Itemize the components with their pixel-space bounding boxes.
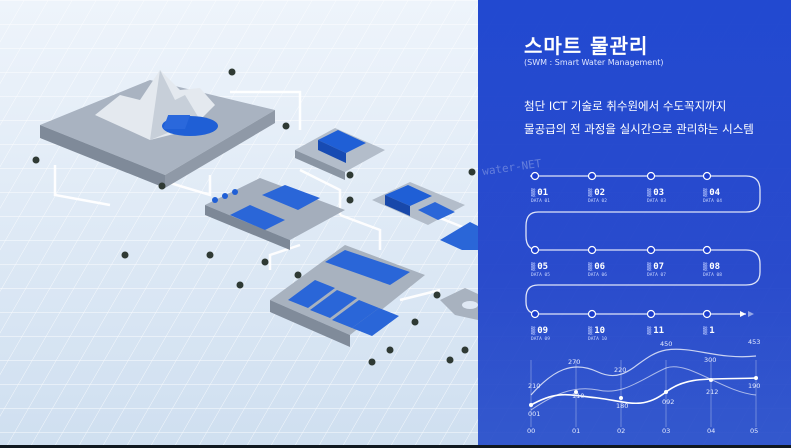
panel-title: 스마트 물관리 bbox=[524, 34, 649, 58]
step-marker-icon: ▒ bbox=[703, 327, 708, 335]
wave-point-label: 001 bbox=[528, 410, 541, 418]
step-marker-icon: ▒ bbox=[647, 263, 652, 271]
wave-point-label: 190 bbox=[748, 382, 761, 390]
step-tag: DATA 07 bbox=[647, 273, 666, 278]
bottom-edge bbox=[0, 445, 791, 448]
step-marker-icon: ▒ bbox=[703, 189, 708, 197]
wave-point-label: 210 bbox=[528, 382, 541, 390]
description-line-2: 물공급의 전 과정을 실시간으로 관리하는 시스템 bbox=[524, 122, 754, 136]
step-number: 08 bbox=[709, 262, 721, 272]
step-tag: DATA 10 bbox=[588, 337, 607, 342]
step-marker-icon: ▒ bbox=[588, 327, 593, 335]
wave-x-label: 01 bbox=[572, 427, 581, 435]
step-number: 04 bbox=[709, 188, 721, 198]
step-tag: DATA 02 bbox=[588, 199, 607, 204]
process-step-12: ▒1 bbox=[703, 318, 715, 337]
step-tag: DATA 03 bbox=[647, 199, 666, 204]
filter-basin-platform bbox=[270, 245, 425, 347]
step-number: 1 bbox=[709, 326, 715, 336]
step-tag: DATA 01 bbox=[531, 199, 550, 204]
step-number: 02 bbox=[594, 188, 606, 198]
step-number: 03 bbox=[653, 188, 665, 198]
step-marker-icon: ▒ bbox=[531, 189, 536, 197]
step-marker-icon: ▒ bbox=[588, 189, 593, 197]
step-number: 09 bbox=[537, 326, 549, 336]
step-marker-icon: ▒ bbox=[531, 263, 536, 271]
process-step-11: ▒11 bbox=[647, 318, 664, 337]
wave-point-label: 450 bbox=[660, 340, 673, 348]
step-marker-icon: ▒ bbox=[647, 189, 652, 197]
wave-x-label: 03 bbox=[662, 427, 671, 435]
step-marker-icon: ▒ bbox=[703, 263, 708, 271]
step-number: 07 bbox=[653, 262, 665, 272]
step-tag: DATA 04 bbox=[703, 199, 722, 204]
panel-subtitle: (SWM : Smart Water Management) bbox=[524, 58, 664, 67]
step-tag: DATA 09 bbox=[531, 337, 550, 342]
reservoir-platform bbox=[40, 70, 275, 188]
step-tag: DATA 05 bbox=[531, 273, 550, 278]
step-tag: DATA 06 bbox=[588, 273, 607, 278]
process-track bbox=[525, 171, 761, 319]
wave-point-label: 180 bbox=[616, 402, 629, 410]
wave-point-label: 300 bbox=[704, 356, 717, 364]
step-number: 05 bbox=[537, 262, 549, 272]
description-line-1: 첨단 ICT 기술로 취수원에서 수도꼭지까지 bbox=[524, 99, 727, 113]
wave-x-label: 05 bbox=[750, 427, 759, 435]
small-basin bbox=[440, 222, 478, 320]
trees bbox=[32, 68, 476, 366]
step-number: 06 bbox=[594, 262, 606, 272]
step-number: 10 bbox=[594, 326, 606, 336]
wave-x-label: 00 bbox=[527, 427, 536, 435]
wave-point-label: 453 bbox=[748, 338, 761, 346]
step-number: 11 bbox=[653, 326, 665, 336]
wave-x-label: 02 bbox=[617, 427, 626, 435]
wave-point-label: 212 bbox=[706, 388, 719, 396]
step-marker-icon: ▒ bbox=[531, 327, 536, 335]
wave-x-label: 04 bbox=[707, 427, 716, 435]
processing-building bbox=[372, 182, 465, 225]
tank-platform bbox=[205, 178, 345, 250]
wave-point-label: 110 bbox=[572, 392, 585, 400]
step-tag: DATA 08 bbox=[703, 273, 722, 278]
control-building bbox=[295, 128, 385, 180]
wave-point-label: 270 bbox=[568, 358, 581, 366]
step-marker-icon: ▒ bbox=[588, 263, 593, 271]
data-wave-graph bbox=[529, 348, 758, 427]
smart-water-info-panel: water-NET 스마트 물관리 (SWM : Smart Water Man… bbox=[478, 0, 791, 448]
wave-point-label: 220 bbox=[614, 366, 627, 374]
step-marker-icon: ▒ bbox=[647, 327, 652, 335]
wave-point-label: 092 bbox=[662, 398, 675, 406]
step-number: 01 bbox=[537, 188, 549, 198]
